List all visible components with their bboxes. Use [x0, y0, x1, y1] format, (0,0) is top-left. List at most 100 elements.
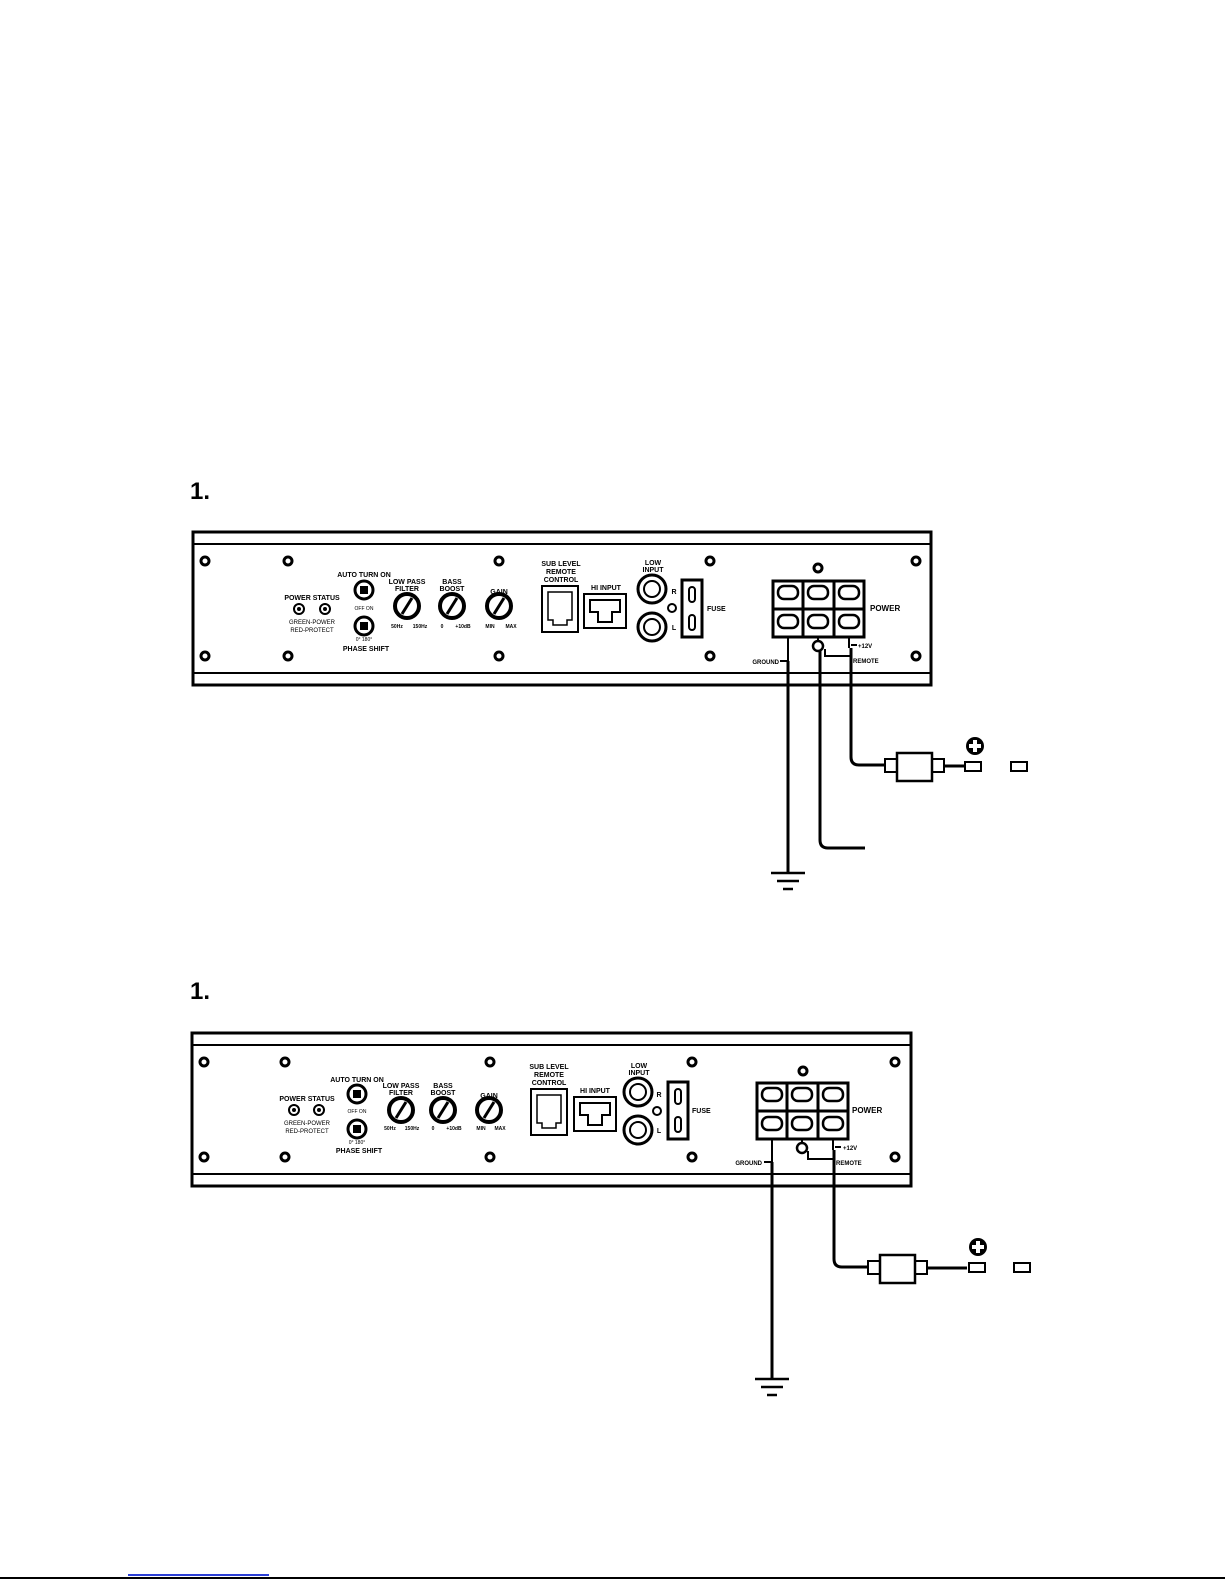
power-led-icon — [293, 603, 305, 615]
bass-max-label: +10dB — [446, 1126, 462, 1132]
right-channel-label: R — [671, 589, 676, 596]
protect-led-icon — [313, 1104, 325, 1116]
wiring-diagram-with-remote: POWER STATUS GREEN-POWER RED-PROTECT AUT… — [191, 530, 1028, 891]
amplifier-chassis — [190, 1031, 913, 1188]
remote-label: REMOTE — [853, 659, 879, 665]
bass-label: BASS — [433, 1083, 453, 1090]
auto-turn-on-label: AUTO TURN ON — [337, 572, 391, 579]
low-pass-knob[interactable] — [393, 592, 421, 620]
rca-right-jack[interactable] — [636, 573, 668, 605]
auto-turn-on-switch[interactable] — [346, 1083, 368, 1105]
phase-shift-switch[interactable] — [353, 615, 375, 637]
amplifier-wiring-svg: POWER STATUS GREEN-POWER RED-PROTECT AUT… — [191, 530, 1028, 891]
green-power-label: GREEN-POWER — [289, 620, 336, 626]
ground-label: GROUND — [735, 1161, 762, 1167]
fuse-holder[interactable] — [666, 1080, 690, 1141]
chassis-screws — [199, 555, 922, 662]
phase-shift-label: PHASE SHIFT — [343, 646, 390, 653]
boost-label: BOOST — [431, 1090, 457, 1097]
filter-label: FILTER — [389, 1090, 413, 1097]
lp-max-label: 150Hz — [413, 624, 428, 630]
low-label: LOW — [631, 1063, 648, 1070]
input-label: INPUT — [629, 1070, 651, 1077]
hi-input-label: HI INPUT — [580, 1088, 611, 1095]
remote-wire — [818, 651, 865, 850]
fuse-label: FUSE — [692, 1108, 711, 1115]
fuse-label: FUSE — [707, 606, 726, 613]
ground-symbol-icon — [755, 1377, 789, 1397]
rca-left-jack[interactable] — [636, 611, 668, 643]
bass-max-label: +10dB — [455, 624, 471, 630]
gain-min-label: MIN — [476, 1126, 486, 1132]
power-label: POWER — [870, 604, 900, 613]
plus12v-label: +12V — [843, 1146, 857, 1152]
ground-symbol-icon — [771, 871, 805, 891]
boost-label: BOOST — [440, 586, 466, 593]
sub-level-remote-port[interactable] — [530, 1088, 568, 1136]
green-power-label: GREEN-POWER — [284, 1121, 331, 1127]
rca-right-jack[interactable] — [622, 1076, 654, 1108]
hi-input-port[interactable] — [583, 593, 627, 629]
rca-ground-post — [667, 603, 677, 613]
battery-plus-icon — [966, 737, 984, 755]
bass-min-label: 0 — [441, 624, 444, 630]
right-channel-label: R — [656, 1092, 661, 1099]
phase-shift-label: PHASE SHIFT — [336, 1148, 383, 1155]
red-protect-label: RED-PROTECT — [290, 628, 334, 634]
protect-led-icon — [319, 603, 331, 615]
bass-boost-knob[interactable] — [438, 592, 466, 620]
rca-left-jack[interactable] — [622, 1114, 654, 1146]
left-channel-label: L — [672, 625, 677, 632]
low-pass-label: LOW PASS — [383, 1083, 420, 1090]
gain-knob[interactable] — [475, 1096, 503, 1124]
power-label: POWER — [852, 1106, 882, 1115]
sub-remote-label: REMOTE — [546, 569, 576, 576]
battery-positive-terminal — [964, 761, 982, 772]
hi-input-port[interactable] — [573, 1096, 617, 1132]
ground-label: GROUND — [752, 660, 779, 666]
step-number: 1. — [190, 478, 211, 505]
amplifier-chassis — [191, 530, 933, 687]
power-block-screw — [812, 562, 824, 574]
gain-label: GAIN — [480, 1093, 498, 1100]
gain-min-label: MIN — [485, 624, 495, 630]
sub-control-label: CONTROL — [544, 577, 579, 584]
filter-label: FILTER — [395, 586, 419, 593]
low-pass-label: LOW PASS — [389, 579, 426, 586]
lp-min-label: 50Hz — [384, 1126, 396, 1132]
phase-shift-switch[interactable] — [346, 1118, 368, 1140]
low-label: LOW — [645, 560, 662, 567]
sub-level-label: SUB LEVEL — [529, 1064, 569, 1071]
gain-knob[interactable] — [485, 592, 513, 620]
chassis-screws — [198, 1056, 901, 1163]
low-pass-knob[interactable] — [387, 1096, 415, 1124]
remote-label: REMOTE — [836, 1161, 862, 1167]
sub-control-label: CONTROL — [532, 1080, 567, 1087]
auto-turn-on-label: AUTO TURN ON — [330, 1077, 384, 1084]
plus12v-label: +12V — [858, 644, 872, 650]
left-channel-label: L — [657, 1128, 662, 1135]
power-status-label: POWER STATUS — [279, 1096, 335, 1103]
lp-max-label: 150Hz — [405, 1126, 420, 1132]
bass-boost-knob[interactable] — [429, 1096, 457, 1124]
battery-negative-terminal — [1010, 761, 1028, 772]
battery-positive-terminal — [968, 1262, 986, 1273]
footer-link-underline[interactable] — [128, 1574, 269, 1576]
battery-plus-icon — [969, 1238, 987, 1256]
inline-fuse — [878, 1253, 917, 1285]
input-label: INPUT — [643, 567, 665, 574]
hi-input-label: HI INPUT — [591, 585, 622, 592]
fuse-holder[interactable] — [680, 578, 704, 639]
sub-level-remote-port[interactable] — [541, 585, 579, 633]
gain-max-label: MAX — [505, 624, 517, 630]
plus12v-wire — [832, 1150, 868, 1269]
sub-level-label: SUB LEVEL — [541, 561, 581, 568]
power-led-icon — [288, 1104, 300, 1116]
amplifier-wiring-svg: POWER STATUS GREEN-POWER RED-PROTECT AUT… — [190, 1031, 1031, 1397]
lp-min-label: 50Hz — [391, 624, 403, 630]
auto-turn-on-switch[interactable] — [353, 579, 375, 601]
gain-max-label: MAX — [494, 1126, 506, 1132]
power-status-label: POWER STATUS — [284, 595, 340, 602]
bass-min-label: 0 — [432, 1126, 435, 1132]
sub-remote-label: REMOTE — [534, 1072, 564, 1079]
